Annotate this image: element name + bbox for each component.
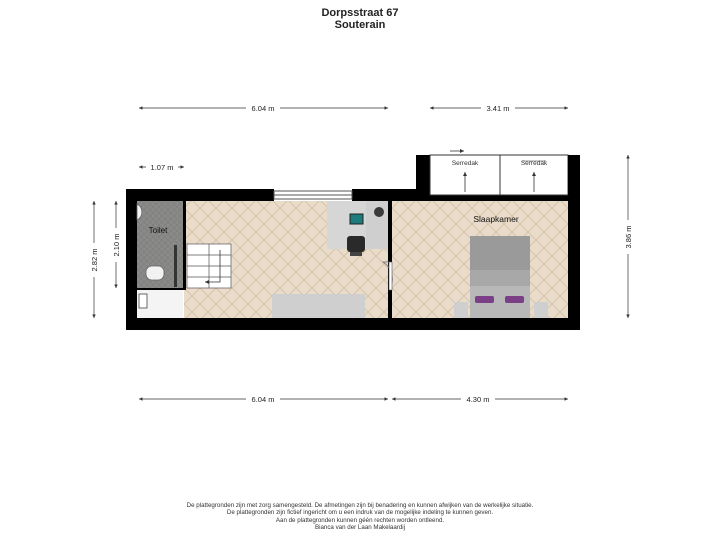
dim-toilet-width: 1.07 m <box>151 163 174 172</box>
washbasin <box>136 203 143 221</box>
stairs <box>186 243 232 289</box>
agency-name: Bianca van der Laan Makelaardij <box>314 523 406 531</box>
windows <box>273 190 353 200</box>
dim-left-inner-height: 2.10 m <box>112 234 121 257</box>
skylights: Serredak Serredak <box>429 149 580 196</box>
outer-wall-bottom <box>126 318 580 330</box>
monitor <box>349 213 364 225</box>
disclaimer-line-1: De plattegronden zijn met zorg samengest… <box>186 502 534 509</box>
nightstand-right <box>534 302 548 318</box>
bedroom-furniture: Slaapkamer <box>454 214 548 318</box>
bed-headboard <box>470 236 530 270</box>
toilet-fixtures: Toilet <box>136 203 177 309</box>
dim-right-height: 3.86 m <box>624 226 633 249</box>
pillow-left <box>475 296 494 303</box>
utility-box <box>138 293 148 309</box>
office-chair <box>347 236 365 252</box>
skylight-right-label: Serredak <box>521 160 548 167</box>
outer-wall-left <box>126 189 137 330</box>
partition-wall <box>388 201 392 318</box>
walls <box>126 155 580 330</box>
toilet-label: Toilet <box>149 226 168 235</box>
toilet-wall <box>183 201 186 289</box>
outer-wall-right <box>568 201 580 330</box>
nightstand-left <box>454 302 468 318</box>
disclaimer: De plattegronden zijn met zorg samengest… <box>0 502 720 531</box>
dim-top-right: 3.41 m <box>487 104 510 113</box>
skylight-left-label: Serredak <box>452 160 479 167</box>
dim-bottom-right: 4.30 m <box>467 395 490 404</box>
disclaimer-line-2: De plattegronden zijn fictief ingericht … <box>226 509 494 517</box>
pillow-right <box>505 296 524 303</box>
plan-floor-name: Souterain <box>334 19 386 31</box>
dim-bottom-left: 6.04 m <box>252 395 275 404</box>
dim-left-outer-height: 2.82 m <box>90 249 99 272</box>
living-furniture <box>272 201 393 318</box>
outer-wall-top-left <box>126 189 274 201</box>
sideboard <box>272 294 365 318</box>
outer-wall-top-mid <box>352 189 430 201</box>
desk-lamp <box>374 207 384 217</box>
plan-address: Dorpsstraat 67 <box>321 7 399 19</box>
toilet-wall-bottom <box>137 288 186 290</box>
bedroom-label: Slaapkamer <box>473 214 519 224</box>
toilet-door <box>174 245 177 287</box>
skylight-frame <box>568 155 580 195</box>
serre-wall <box>416 155 430 201</box>
toilet-bowl <box>145 265 165 281</box>
outer-wall-top-right <box>416 195 580 201</box>
disclaimer-line-3: Aan de plattegronden kunnen géén rechten… <box>275 516 445 524</box>
dimension-labels: 6.04 m 3.41 m 1.07 m 2.82 m 2.10 m 3.86 … <box>89 103 633 404</box>
dim-top-left: 6.04 m <box>252 104 275 113</box>
